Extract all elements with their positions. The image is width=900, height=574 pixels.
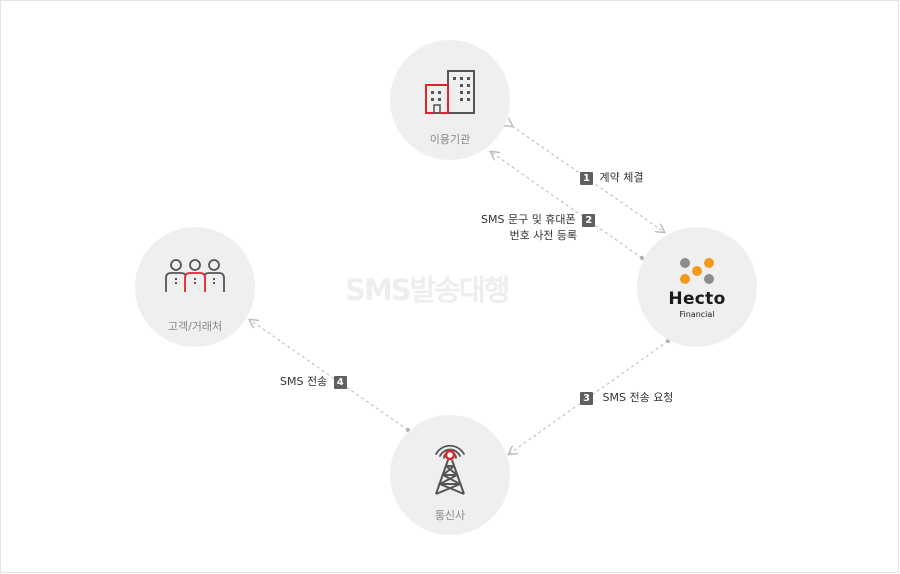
node-org-label: 이용기관 (429, 133, 471, 146)
step-4-number: 4 (333, 375, 347, 389)
hecto-brand-name: Hecto (668, 289, 726, 309)
building-icon (425, 70, 475, 114)
node-org: 이용기관 (390, 40, 510, 160)
step-1-text: 계약 체결 (599, 171, 644, 184)
step-2-text-line1: SMS 문구 및 휴대폰 (481, 213, 576, 226)
diagram-title: SMS발송대행 (345, 273, 510, 307)
step-1-number: 1 (580, 171, 593, 185)
step-3-number: 3 (580, 391, 593, 405)
node-customer-label: 고객/거래처 (167, 320, 223, 333)
step-3-text: SMS 전송 요청 (602, 391, 674, 404)
node-carrier-label: 통신사 (434, 509, 466, 522)
step-4: SMS 전송 4 (280, 374, 347, 390)
step-4-text: SMS 전송 (280, 375, 328, 388)
antenna-tower-icon (435, 444, 465, 495)
arrow-sms-send (250, 320, 409, 431)
people-icon (165, 259, 225, 292)
arrow-preregister (491, 152, 643, 259)
step-3: 3 SMS 전송 요청 (580, 390, 673, 406)
node-customer: 고객/거래처 (135, 227, 255, 347)
step-2-number: 2 (582, 213, 596, 227)
step-2-text-line2: 번호 사전 등록 (509, 229, 578, 242)
hecto-brand-sub: Financial (679, 310, 715, 319)
step-1: 1 계약 체결 (580, 170, 643, 186)
hecto-logo-icon (680, 258, 714, 284)
node-hecto: Hecto Financial (637, 227, 757, 347)
node-carrier: 통신사 (390, 415, 510, 535)
step-2: SMS 문구 및 휴대폰 2 번호 사전 등록 (481, 212, 596, 244)
